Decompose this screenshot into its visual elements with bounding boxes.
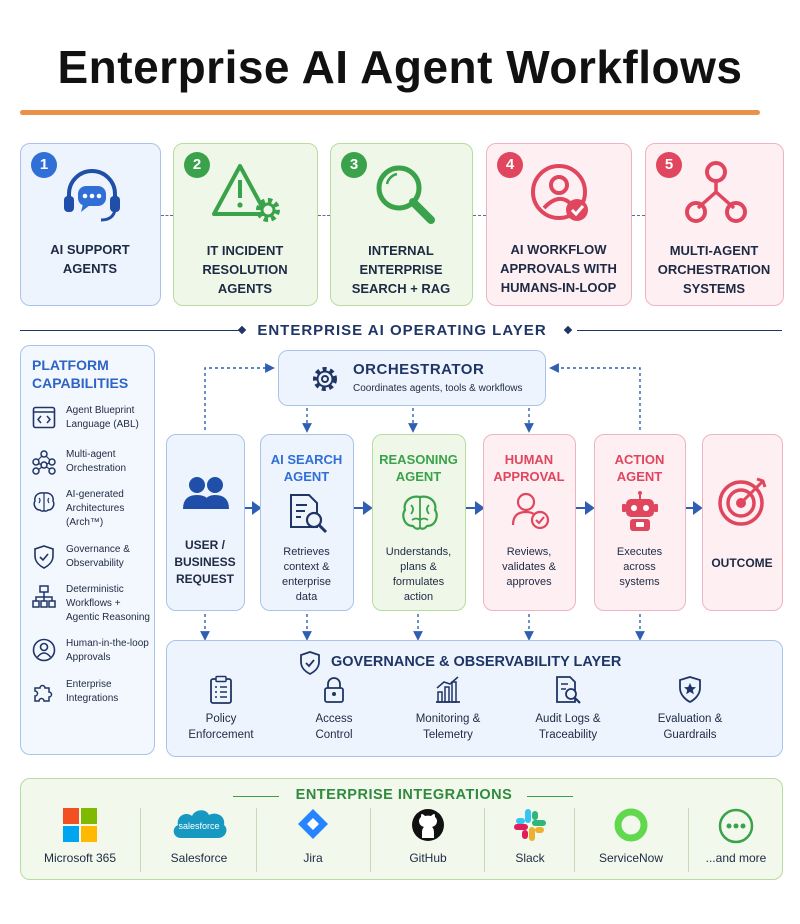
flow-card-outcome[interactable]: OUTCOME <box>702 434 783 611</box>
flow-card-desc: Reviews, validates & approves <box>502 546 556 588</box>
user-check-icon <box>511 492 550 530</box>
integrations-title: ENTERPRISE INTEGRATIONS <box>295 787 513 803</box>
governance-layer-panel: GOVERNANCE & OBSERVABILITY LAYER <box>166 640 783 757</box>
node-graph-icon <box>32 450 56 475</box>
flow-card-label: OUTCOME <box>711 556 773 570</box>
integration-separator <box>688 808 689 872</box>
magnifier-icon <box>376 165 435 224</box>
clipboard-list-icon <box>210 675 232 704</box>
orchestrator-title: ORCHESTRATOR <box>353 361 485 378</box>
platform-capabilities-title: PLATFORM CAPABILITIES <box>32 357 129 391</box>
puzzle-icon <box>34 684 53 702</box>
users-icon <box>183 477 229 509</box>
use-case-label: INTERNAL ENTERPRISE SEARCH + RAG <box>351 243 451 296</box>
orchestrator-box[interactable]: ORCHESTRATOR Coordinates agents, tools &… <box>278 350 546 406</box>
integration-separator <box>370 808 371 872</box>
flow-card-label: USER / BUSINESS REQUEST <box>174 538 236 586</box>
use-case-label: AI SUPPORT AGENTS <box>50 242 130 276</box>
shield-check-icon <box>300 651 320 676</box>
use-case-card-2[interactable]: 2 IT INCIDENT RESOLUTION AGENTS <box>173 143 318 306</box>
more-dots-icon <box>718 808 754 844</box>
connector <box>473 215 486 216</box>
flow-card-desc: Understands, plans & formulates action <box>385 546 452 603</box>
doc-search-icon <box>556 676 581 704</box>
platform-capabilities-panel <box>20 345 155 755</box>
document-search-icon <box>290 494 328 534</box>
code-window-icon <box>32 406 56 429</box>
flow-card-title: HUMAN APPROVAL <box>493 452 565 484</box>
operating-layer-title: ENTERPRISE AI OPERATING LAYER <box>257 322 547 339</box>
use-case-card-3[interactable]: 3 INTERNAL ENTERPRISE SEARCH + RAG <box>330 143 473 306</box>
flow-card-title: REASONING AGENT <box>379 452 458 484</box>
slack-logo-icon <box>514 809 546 841</box>
person-circle-icon <box>32 638 56 662</box>
network-nodes-icon <box>685 161 747 223</box>
warning-gear-icon <box>212 164 280 222</box>
padlock-icon <box>324 677 344 703</box>
flow-card-desc: Executes across systems <box>616 546 663 588</box>
use-case-label: IT INCIDENT RESOLUTION AGENTS <box>202 243 288 296</box>
connector <box>161 215 173 216</box>
flow-card-title: ACTION AGENT <box>614 452 665 484</box>
connector <box>632 215 645 216</box>
headset-chat-icon <box>64 169 120 222</box>
page-title: Enterprise AI Agent Workflows <box>57 41 743 93</box>
use-case-card-4[interactable]: 4 AI WORKFLOW APPROVALS WITH HUMANS-IN-L… <box>486 143 632 306</box>
servicenow-logo-icon <box>614 808 648 842</box>
integrations-panel <box>20 778 783 880</box>
integration-separator <box>256 808 257 872</box>
jira-logo-icon <box>298 809 328 839</box>
flow-card-desc: Retrieves context & enterprise data <box>282 546 331 603</box>
integration-separator <box>484 808 485 872</box>
divider-line <box>577 330 782 331</box>
shield-check-icon <box>34 545 54 569</box>
governance-title: GOVERNANCE & OBSERVABILITY LAYER <box>331 654 622 670</box>
integration-separator <box>140 808 141 872</box>
user-check-icon <box>531 164 588 221</box>
brain-icon <box>402 495 438 530</box>
use-case-label: AI WORKFLOW APPROVALS WITH HUMANS-IN-LOO… <box>500 242 617 295</box>
flow-card-action-agent[interactable]: ACTION AGENT Executes across systems <box>594 434 686 611</box>
flow-card-human-approval[interactable]: HUMAN APPROVAL Reviews, validates & appr… <box>483 434 576 611</box>
number-badge: 5 <box>656 152 682 178</box>
title-underline <box>20 110 760 115</box>
svg-text:salesforce: salesforce <box>178 821 219 831</box>
use-case-label: MULTI-AGENT ORCHESTRATION SYSTEMS <box>657 243 771 296</box>
integration-separator <box>574 808 575 872</box>
star-shield-icon <box>679 676 701 704</box>
target-icon <box>718 477 767 526</box>
number-badge: 2 <box>184 152 210 178</box>
flow-card-reasoning-agent[interactable]: REASONING AGENT Understands, plans & for… <box>372 434 466 611</box>
flow-card-user-request[interactable]: USER / BUSINESS REQUEST <box>166 434 245 611</box>
use-case-card-1[interactable]: 1 AI SUPPORT AGENTS <box>20 143 161 306</box>
connector <box>318 215 330 216</box>
integrations-title-rule <box>233 796 279 797</box>
number-badge: 3 <box>341 152 367 178</box>
use-case-card-5[interactable]: 5 MULTI-AGENT ORCHESTRATION SYSTEMS <box>645 143 784 306</box>
hierarchy-icon <box>32 585 56 608</box>
gear-icon <box>313 367 337 391</box>
bar-chart-icon <box>436 676 460 703</box>
salesforce-logo-icon: salesforce <box>173 810 227 838</box>
number-badge: 4 <box>497 152 523 178</box>
flow-card-ai-search-agent[interactable]: AI SEARCH AGENT Retrieves context & ente… <box>260 434 354 611</box>
divider-line <box>20 330 242 331</box>
flow-card-title: AI SEARCH AGENT <box>270 452 343 484</box>
robot-icon <box>622 491 658 531</box>
orchestrator-subtitle: Coordinates agents, tools & workflows <box>353 383 523 394</box>
microsoft-logo-icon <box>63 808 97 842</box>
number-badge: 1 <box>31 152 57 178</box>
github-logo-icon <box>412 809 444 841</box>
brain-icon <box>33 492 55 512</box>
integrations-title-rule <box>527 796 573 797</box>
